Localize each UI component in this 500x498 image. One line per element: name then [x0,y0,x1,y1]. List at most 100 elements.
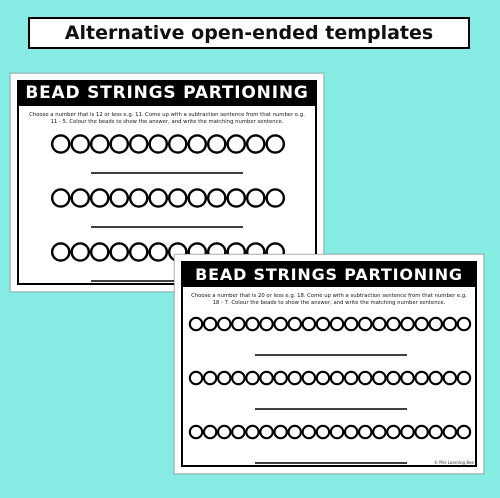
bead [202,370,218,386]
header-banner: Alternative open-ended templates [28,17,470,49]
bead [148,188,169,208]
bead-strings [188,316,472,464]
bead [187,188,208,208]
worksheet-title-text: BEAD STRINGS PARTIONING [195,264,463,284]
bead [188,316,204,332]
bead [428,424,444,440]
bead [400,424,415,440]
worksheet-title: BEAD STRINGS PARTIONING [17,80,317,106]
bead [148,134,169,154]
bead [226,134,247,154]
bead [70,242,91,262]
bead [226,188,247,208]
bead [89,242,110,262]
bead [287,424,303,440]
bead [456,370,472,386]
bead [315,424,331,440]
bead [216,424,232,440]
bead [265,188,286,208]
bead [167,188,188,208]
bead [128,134,149,154]
bead [343,370,359,386]
bead [400,316,415,332]
bead [329,316,345,332]
bead [343,316,359,332]
bead [428,316,444,332]
bead [259,316,274,332]
bead [273,316,288,332]
bead [287,370,303,386]
bead [301,370,317,386]
bead [357,370,373,386]
bead [109,242,130,262]
bead [188,370,204,386]
bead [400,370,415,386]
bead [287,316,303,332]
worksheet-instructions: Choose a number that is 20 or less e.g. … [191,293,467,306]
bead [188,424,204,440]
bead [273,424,288,440]
bead [70,188,91,208]
bead [442,370,458,386]
bead [456,316,472,332]
bead [89,188,110,208]
bead [386,424,401,440]
bead [414,316,429,332]
worksheet-title-text: BEAD STRINGS PARTIONING [25,83,309,103]
bead [442,316,458,332]
bead [202,424,218,440]
footer-credit: © Mrs Learning Bee [433,460,474,465]
bead [216,316,232,332]
bead [206,188,227,208]
bead [231,370,246,386]
bead [414,370,429,386]
bead [442,424,458,440]
bead [231,316,246,332]
bead [428,370,444,386]
bead [315,316,331,332]
bead [245,134,266,154]
bead [109,188,130,208]
bead [167,134,188,154]
bead [128,242,149,262]
bead [202,316,218,332]
bead [301,316,317,332]
banner-title: Alternative open-ended templates [64,22,434,44]
bead [357,424,373,440]
bead [216,370,232,386]
bead [315,370,331,386]
bead [259,424,274,440]
bead [414,424,429,440]
bead [343,424,359,440]
bead [245,188,266,208]
bead [372,424,387,440]
bead [329,424,345,440]
bead [128,188,149,208]
bead [50,242,71,262]
bead [273,370,288,386]
bead [386,370,401,386]
bead [265,134,286,154]
bead [372,316,387,332]
bead [245,370,260,386]
bead [372,370,387,386]
bead [109,134,130,154]
bead [301,424,317,440]
worksheet-title: BEAD STRINGS PARTIONING [181,261,477,287]
bead [386,316,401,332]
bead [231,424,246,440]
bead [148,242,169,262]
bead [259,370,274,386]
bead [329,370,345,386]
bead [187,134,208,154]
bead [50,188,71,208]
bead [50,134,71,154]
bead [70,134,91,154]
worksheet-card-20: BEAD STRINGS PARTIONING Choose a number … [174,254,484,474]
bead [245,424,260,440]
bead [206,134,227,154]
bead [89,134,110,154]
bead [357,316,373,332]
bead [456,424,472,440]
bead [245,316,260,332]
